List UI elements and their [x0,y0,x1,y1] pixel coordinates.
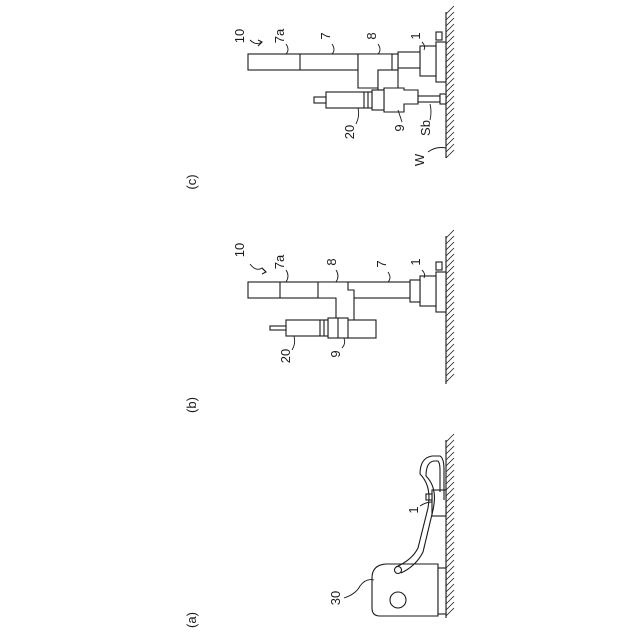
panel-c-label-anchor: Sb [418,120,433,136]
panel-b-label-clamp: 9 [328,350,343,357]
panel-b-label-arm: 1 [408,258,423,265]
panel-b-base-plate [436,272,446,312]
panel-b-base-bolt [436,262,442,270]
panel-c-base-block [420,46,436,76]
panel-c-label-assembly: 10 [232,29,247,43]
panel-c-label-clamp: 9 [392,124,407,131]
panel-c-clamp-ring [372,90,384,110]
panel-c-label-support: 8 [364,32,379,39]
panel-b-caption: (b) [184,397,199,413]
panel-b-label-tube-end: 7a [272,254,287,269]
panel-a-leader-arm [420,502,432,506]
panel-a-label-device: 30 [328,591,343,605]
panel-b-leader-tool [292,336,295,350]
panel-b-label-support: 8 [324,258,339,265]
panel-b-leader-assembly-arrow [262,268,266,274]
panel-b-label-tube: 7 [374,260,389,267]
panel-c-label-tool: 20 [342,125,357,139]
panel-a-wall-hatching [446,434,454,616]
panel-b-support-plate [346,320,376,338]
panel-b-tool-tip [270,326,286,330]
panel-b-leader-tube-end [286,270,288,282]
panel-a-label-arm: 1 [406,506,421,513]
panel-c-leader-tube-end [286,44,288,54]
panel-c-tool-tip [314,97,326,103]
panel-c-tool-body [326,92,372,108]
panel-b-label-tool: 20 [278,349,293,363]
panel-a-hose-inner [401,461,440,573]
panel-b-neck [410,280,420,302]
panel-c-clamp [384,88,418,112]
panel-c: (c) 10 7a 7 8 [184,6,454,190]
panel-a-device-hose-port [395,567,402,574]
panel-b-leader-tube [388,272,390,282]
panel-b-leader-assembly [250,264,266,272]
panel-c-anchor-shaft [418,96,440,102]
panel-a-device-port-circle [390,592,406,608]
panel-c-neck [398,52,420,68]
panel-a: (a) 30 1 [184,434,454,628]
panel-c-base-plate [436,42,446,82]
panel-c-leader-wall [428,148,446,153]
panel-b: (b) 10 7a 8 7 1 20 [184,230,454,413]
panel-c-label-arm: 1 [408,32,423,39]
panel-c-label-tube: 7 [318,32,333,39]
panel-a-device-base [438,568,446,614]
panel-c-base-bolt [436,32,442,40]
panel-b-leader-support [336,270,338,282]
panel-b-label-assembly: 10 [232,243,247,257]
panel-b-leader-clamp [342,338,345,348]
panel-b-tool-body [286,320,328,336]
panel-c-anchor-head [440,94,446,104]
panel-a-caption: (a) [184,612,199,628]
panel-c-leader-tube [332,44,334,54]
panel-c-label-wall: W [412,153,427,166]
panel-c-caption: (c) [184,174,199,189]
panel-b-base-block [420,276,436,306]
panel-c-support-plate [378,70,398,90]
panel-c-leader-tool [356,108,359,124]
panel-b-wall-hatching [446,230,454,382]
panel-a-device-body [372,564,438,616]
panel-c-leader-support [378,44,380,54]
panel-c-wall-hatching [446,6,454,158]
panel-a-leader-device [344,580,374,598]
panel-c-leader-anchor [430,104,431,120]
panel-c-label-tube-end: 7a [272,28,287,43]
